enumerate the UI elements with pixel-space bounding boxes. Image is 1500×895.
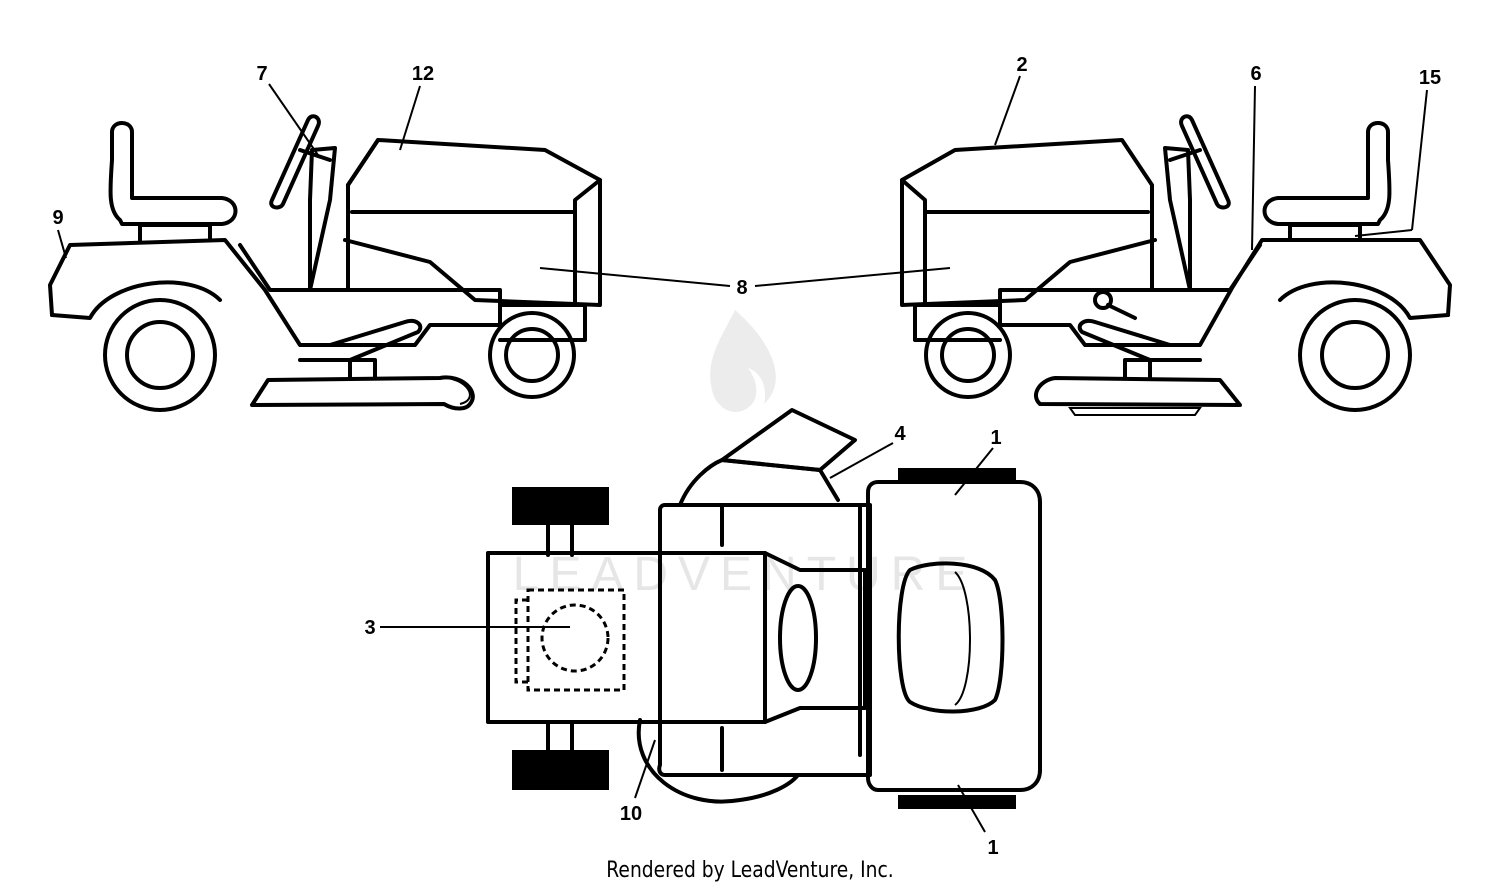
- callout-9: 9: [52, 207, 63, 229]
- callout-7: 7: [256, 63, 267, 85]
- callout-10: 10: [620, 803, 642, 825]
- callout-labels: 7 12 9 8 2 6 15 3 4 1 1 10: [52, 54, 1441, 859]
- front-wheel-bottom: [512, 750, 609, 790]
- callout-4: 4: [894, 423, 906, 445]
- callout-1-top: 1: [990, 427, 1001, 449]
- tractor-top-view: [486, 408, 1042, 809]
- callout-2: 2: [1016, 54, 1027, 76]
- callout-15: 15: [1419, 67, 1441, 89]
- callout-1-bottom: 1: [987, 837, 998, 859]
- leader-lines: [57, 75, 1428, 833]
- tractor-right-side-view: [900, 114, 1452, 416]
- callout-3: 3: [364, 617, 375, 639]
- watermark: LEADVENTURE: [513, 310, 978, 601]
- front-wheel-top: [512, 487, 609, 525]
- callout-12: 12: [412, 63, 434, 85]
- callout-6: 6: [1250, 63, 1261, 85]
- watermark-text: LEADVENTURE: [513, 548, 978, 601]
- render-credit: Rendered by LeadVenture, Inc.: [606, 858, 894, 883]
- callout-8: 8: [736, 277, 747, 299]
- tractor-left-side-view: [48, 114, 602, 412]
- flame-logo-icon: [710, 310, 776, 412]
